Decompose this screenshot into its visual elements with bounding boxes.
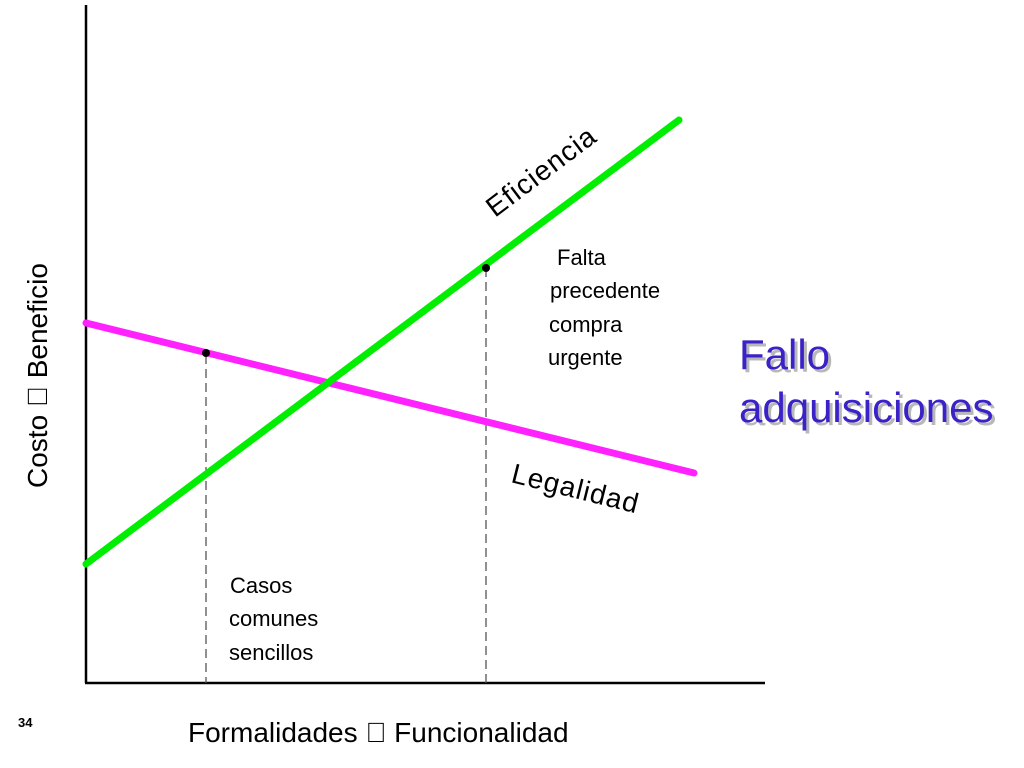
annotation-no-precedent-line3: compra bbox=[549, 312, 623, 337]
slide-number: 34 bbox=[18, 715, 33, 730]
legality-label: Legalidad bbox=[509, 458, 643, 520]
annotation-common-cases-line2: comunes bbox=[229, 606, 318, 631]
point-common-cases bbox=[202, 349, 210, 357]
headline-line2: adquisiciones bbox=[739, 384, 994, 431]
headline-line1: Fallo bbox=[739, 331, 830, 378]
annotation-common-cases-line1: Casos bbox=[230, 573, 292, 598]
annotation-common-cases-line3: sencillos bbox=[229, 640, 313, 665]
headline-shadow-line1: Fallo bbox=[742, 334, 833, 381]
headline-shadow-line2: adquisiciones bbox=[742, 387, 997, 434]
annotation-no-precedent-line4: urgente bbox=[548, 345, 623, 370]
point-no-precedent bbox=[482, 264, 490, 272]
x-axis-title: Formalidades  Funcionalidad bbox=[188, 717, 569, 748]
efficiency-curve bbox=[82, 116, 683, 568]
efficiency-label: Eficiencia bbox=[480, 120, 602, 223]
annotation-no-precedent-line2: precedente bbox=[550, 278, 660, 303]
y-axis-title: Costo  Beneficio bbox=[22, 263, 53, 488]
annotation-no-precedent-line1: Falta bbox=[557, 245, 607, 270]
legality-curve bbox=[82, 319, 698, 477]
